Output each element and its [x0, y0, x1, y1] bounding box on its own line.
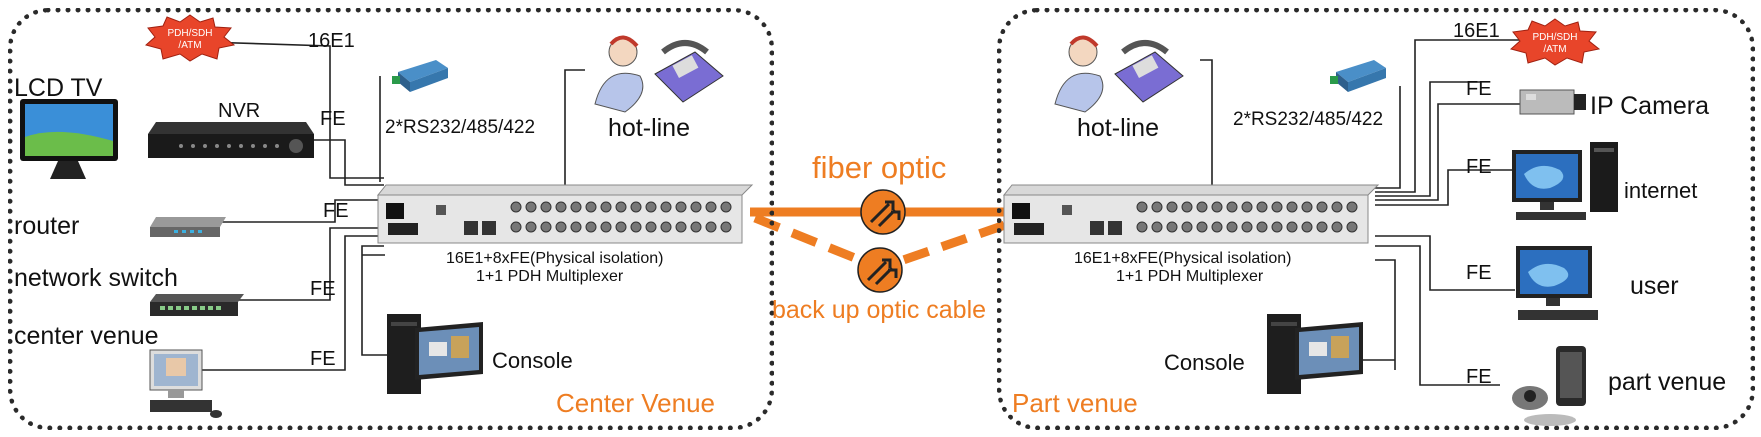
modem-icon — [392, 60, 448, 92]
pdh-badge-line1: PDH/SDH — [1532, 32, 1577, 43]
part-device-caption-1: 16E1+8xFE(Physical isolation) — [1074, 250, 1292, 267]
part-hotline-label: hot-line — [1077, 114, 1159, 142]
part-venue-title: Part venue — [1012, 388, 1138, 418]
pdh-badge-line1: PDH/SDH — [167, 28, 212, 39]
center-e1-label: 16E1 — [308, 30, 355, 52]
center-venue-label: center venue — [14, 322, 159, 350]
fe-nvr-label: FE — [320, 108, 346, 130]
center-hotline-label: hot-line — [608, 114, 690, 142]
multiplexer-icon[interactable] — [376, 183, 756, 245]
desktop-pc-icon — [1516, 246, 1598, 320]
fe-user-label: FE — [1466, 262, 1492, 284]
pdh-burst-icon: PDH/SDH /ATM — [145, 14, 235, 62]
fe-router-label: FE — [323, 200, 349, 222]
ip-camera-label: IP Camera — [1590, 92, 1710, 120]
fe-camera-label: FE — [1466, 78, 1492, 100]
part-venue-label: part venue — [1608, 368, 1727, 396]
center-serial-label: 2*RS232/485/422 — [385, 117, 536, 138]
backup-cable-label: back up optic cable — [772, 296, 987, 324]
network-switch-icon — [150, 294, 244, 316]
operator-phone-icon — [594, 35, 724, 113]
fe-switch-label: FE — [310, 278, 336, 300]
fiber-optic-label: fiber optic — [812, 150, 947, 185]
center-venue-title: Center Venue — [556, 388, 716, 418]
part-venue-panel — [997, 8, 1755, 430]
user-label: user — [1630, 272, 1679, 300]
pdh-badge-line2: /ATM — [1543, 44, 1566, 55]
modem-icon — [1330, 60, 1386, 92]
part-serial-label: 2*RS232/485/422 — [1233, 109, 1384, 130]
router-icon — [150, 217, 226, 237]
fe-venue-label: FE — [310, 348, 336, 370]
desktop-pc-icon — [149, 349, 222, 418]
lcd-tv-label: LCD TV — [14, 74, 103, 102]
nvr-icon — [148, 122, 314, 158]
center-venue-panel — [8, 8, 774, 430]
lcd-tv-icon — [20, 99, 118, 179]
router-label: router — [14, 212, 80, 240]
part-device-caption-2: 1+1 PDH Multiplexer — [1116, 268, 1264, 285]
console-pc-icon — [387, 314, 483, 394]
pdh-burst-icon: PDH/SDH /ATM — [1510, 18, 1600, 66]
fe-part-label: FE — [1466, 366, 1492, 388]
part-console-label: Console — [1164, 350, 1245, 375]
center-console-label: Console — [492, 348, 573, 373]
part-e1-label: 16E1 — [1453, 20, 1500, 42]
console-pc-icon — [1267, 314, 1363, 394]
center-device-caption-1: 16E1+8xFE(Physical isolation) — [446, 250, 664, 267]
center-device-caption-2: 1+1 PDH Multiplexer — [476, 268, 624, 285]
desktop-pc-icon — [1512, 142, 1618, 220]
nvr-label: NVR — [218, 100, 261, 122]
network-switch-label: network switch — [14, 264, 178, 292]
pdh-badge-line2: /ATM — [178, 40, 201, 51]
fe-internet-label: FE — [1466, 156, 1492, 178]
video-conference-icon — [1512, 346, 1586, 426]
fiber-link-icon — [750, 189, 1010, 293]
multiplexer-icon[interactable] — [1002, 183, 1382, 245]
internet-label: internet — [1624, 178, 1698, 203]
operator-phone-icon — [1054, 35, 1184, 113]
ip-camera-icon — [1519, 89, 1586, 115]
